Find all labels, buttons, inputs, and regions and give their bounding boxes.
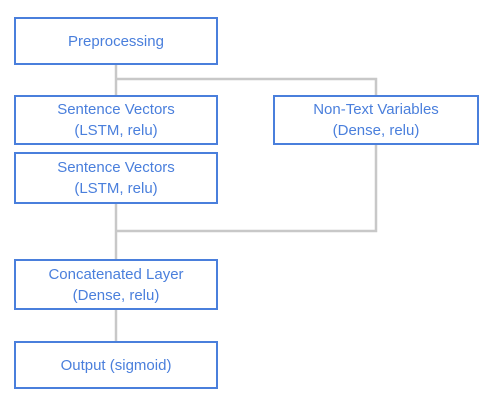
node-sublabel: (Dense, relu): [72, 286, 160, 304]
non-text-variables-node: Non-Text Variables (Dense, relu): [273, 95, 479, 145]
node-label: Non-Text Variables: [313, 101, 439, 118]
node-label: Sentence Vectors: [57, 101, 175, 118]
node-label: Output (sigmoid): [60, 356, 172, 374]
sentence-vectors-node-2: Sentence Vectors (LSTM, relu): [14, 152, 218, 204]
node-label: Sentence Vectors: [57, 159, 175, 176]
preprocessing-node: Preprocessing: [14, 17, 218, 65]
edge-preprocessing-to-non-text-variables: [116, 77, 378, 95]
edge-non-text-variables-to-concatenated-layer: [116, 145, 378, 233]
output-node: Output (sigmoid): [14, 341, 218, 389]
node-label: Concatenated Layer: [48, 265, 184, 283]
node-sublabel: (LSTM, relu): [74, 180, 158, 197]
node-label: Preprocessing: [68, 32, 164, 50]
concatenated-layer-node: Concatenated Layer (Dense, relu): [14, 259, 218, 310]
sentence-vectors-node-1: Sentence Vectors (LSTM, relu): [14, 95, 218, 145]
node-sublabel: (LSTM, relu): [74, 122, 158, 139]
node-sublabel: (Dense, relu): [332, 122, 420, 139]
